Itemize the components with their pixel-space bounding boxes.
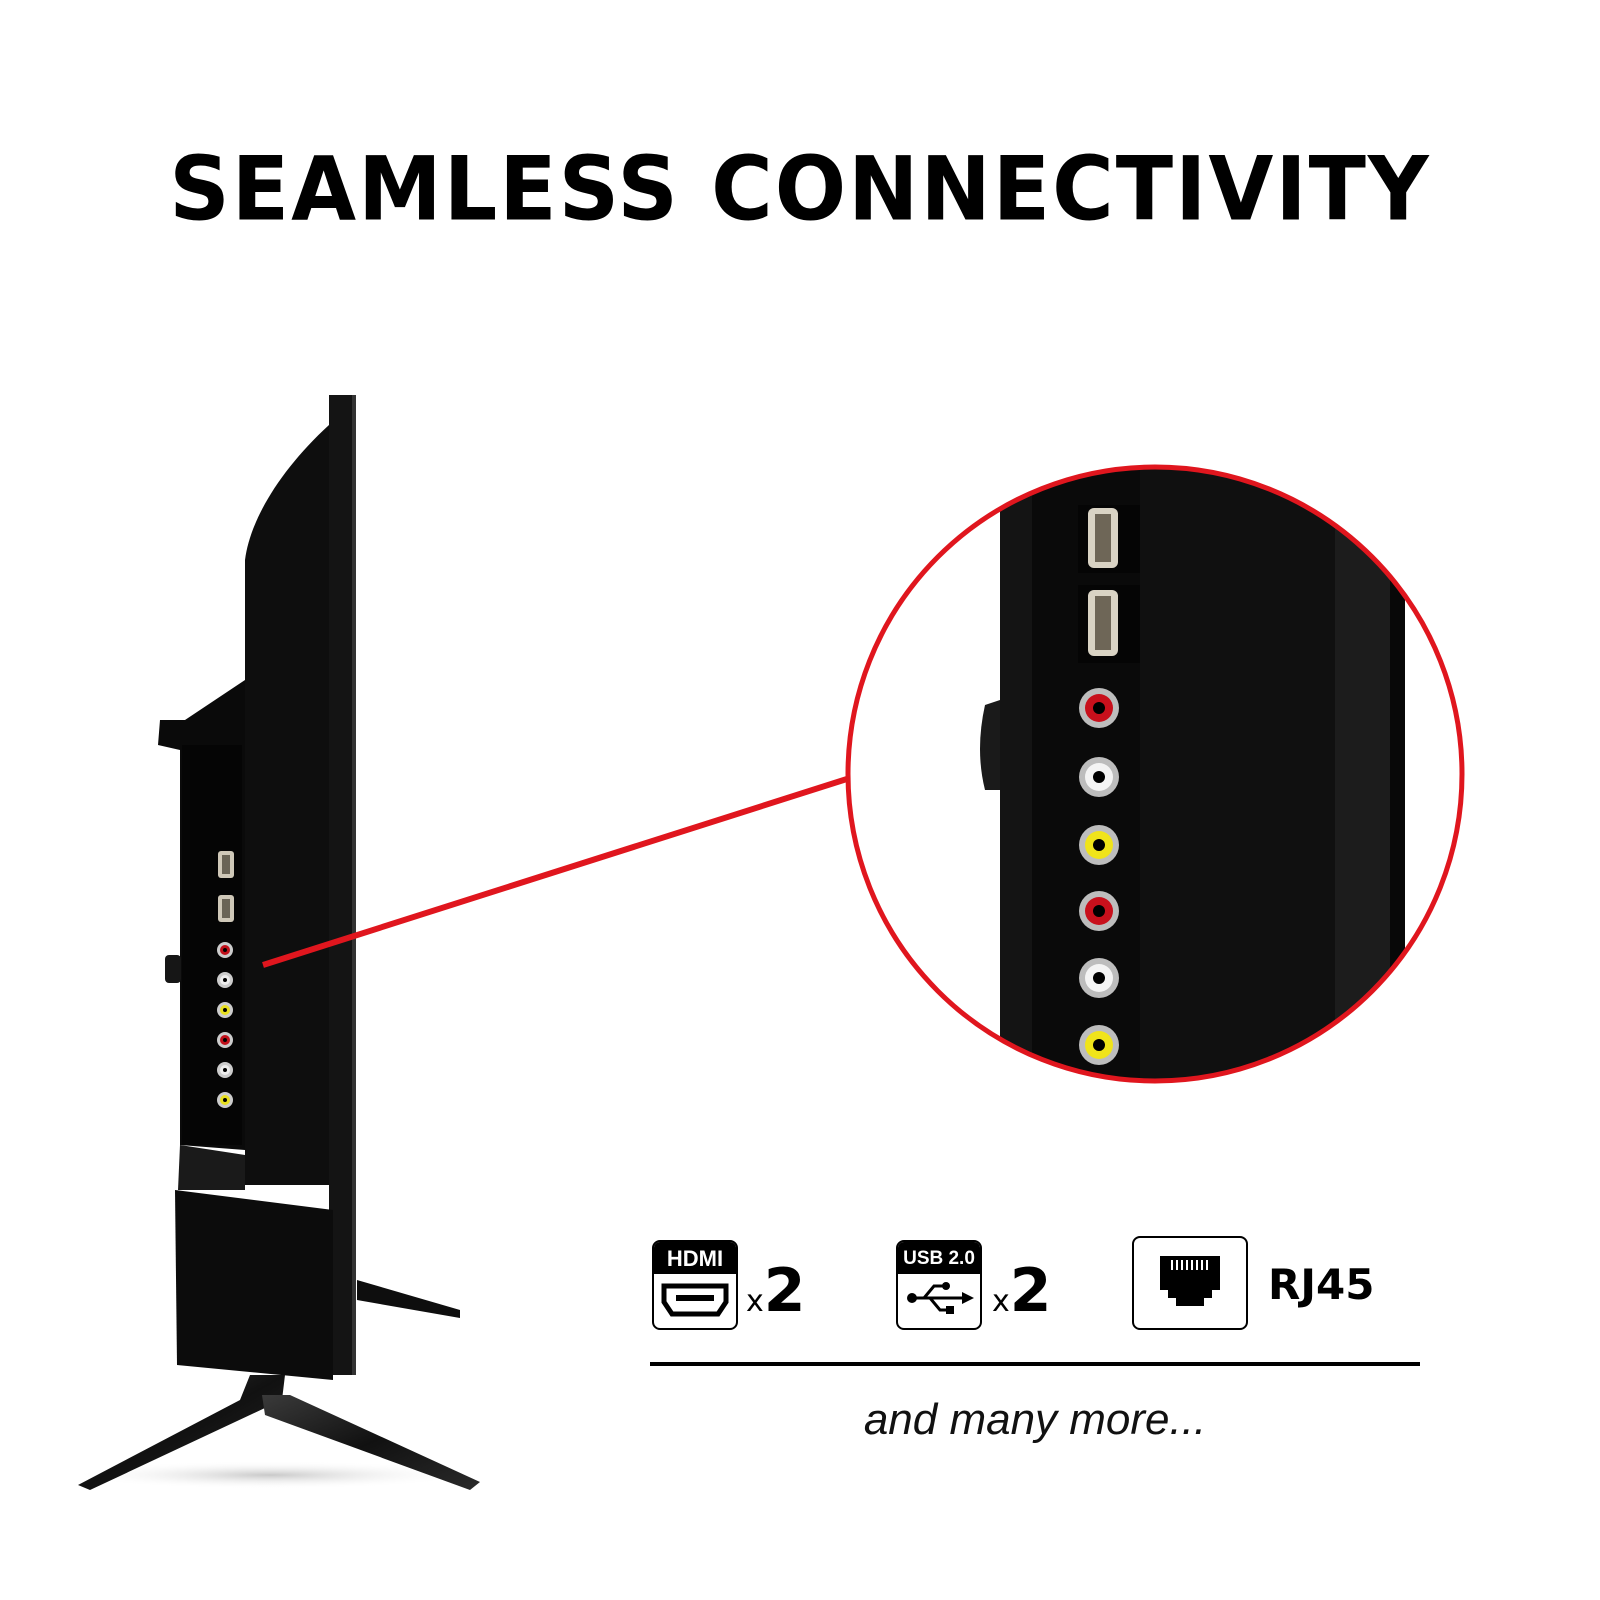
ethernet-port-glyph (1160, 1256, 1220, 1306)
usb-trident-glyph (907, 1282, 974, 1314)
divider (650, 1362, 1420, 1366)
and-many-more-text: and many more... (863, 1395, 1207, 1444)
tv-side-view (70, 395, 480, 1490)
hdmi-port-glyph (661, 1283, 729, 1317)
callout-line (262, 775, 851, 968)
ethernet-rj45-icon (1132, 1236, 1248, 1330)
page-title: SEAMLESS CONNECTIVITY (169, 137, 1431, 241)
usb-count: x2 (992, 1256, 1052, 1326)
zoom-callout-circle (845, 464, 1465, 1084)
usb-label: USB 2.0 (898, 1242, 980, 1274)
hdmi-count: x2 (746, 1256, 806, 1326)
rj45-label: RJ45 (1268, 1260, 1375, 1309)
usb-icon: USB 2.0 (896, 1240, 982, 1330)
hdmi-label: HDMI (654, 1242, 736, 1274)
ports-small (217, 851, 234, 1108)
av-jacks (1079, 688, 1119, 1065)
connectivity-features: HDMI x2 USB 2.0 x2 (652, 1236, 1412, 1340)
hdmi-icon: HDMI (652, 1240, 738, 1330)
